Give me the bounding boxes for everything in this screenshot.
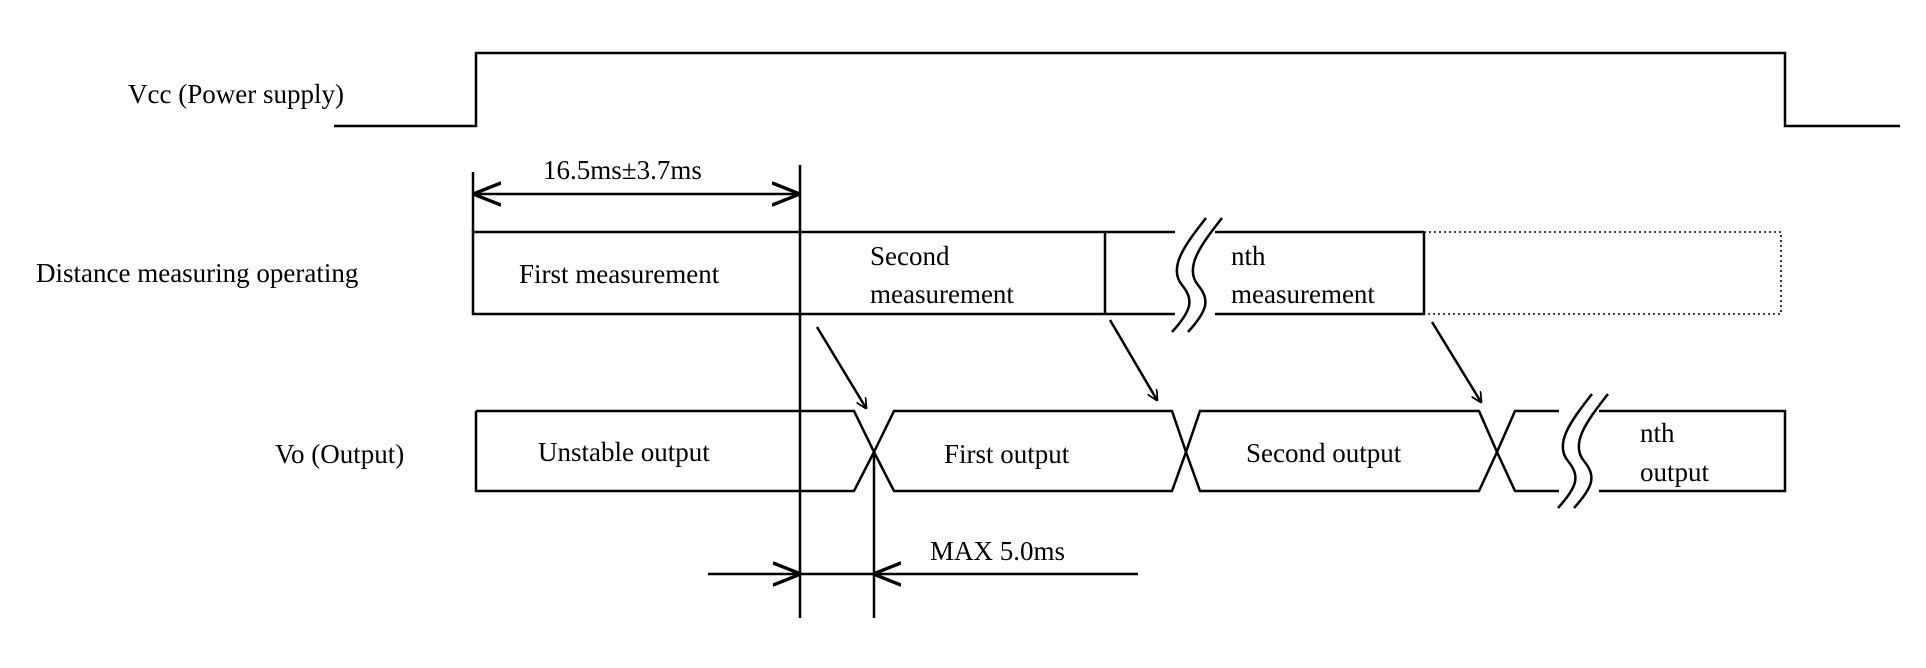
second-output-label: Second output [1246,438,1402,468]
unstable-output-label: Unstable output [538,437,710,467]
future-measurement-box [1423,231,1782,315]
nth-output-line1: nth [1640,418,1675,448]
vcc-signal-label: Vcc (Power supply) [128,79,344,109]
unstable-output-cell [474,409,876,493]
nth-output-cell [1495,409,1787,493]
measurement-to-output-arrow-3 [1430,321,1481,402]
measurement-break-mark [1171,217,1223,333]
nth-measurement-line2: measurement [1231,279,1375,309]
output-break-mark [1557,393,1609,509]
measurement-to-output-arrow-2 [1108,319,1157,400]
period-label: 16.5ms±3.7ms [543,155,702,185]
first-output-label: First output [944,439,1070,469]
vcc-waveform [334,51,1900,128]
first-measurement-label: First measurement [519,259,720,289]
measurement-boxes [471,230,1426,316]
distance-signal-label: Distance measuring operating [36,258,358,288]
second-measurement-line1: Second [870,241,950,271]
measurement-to-output-arrow-1 [815,326,866,408]
second-measurement-line2: measurement [870,279,1014,309]
delay-label: MAX 5.0ms [930,536,1065,566]
nth-measurement-line1: nth [1231,241,1266,271]
nth-output-line2: output [1640,457,1710,487]
vo-signal-label: Vo (Output) [275,439,404,469]
